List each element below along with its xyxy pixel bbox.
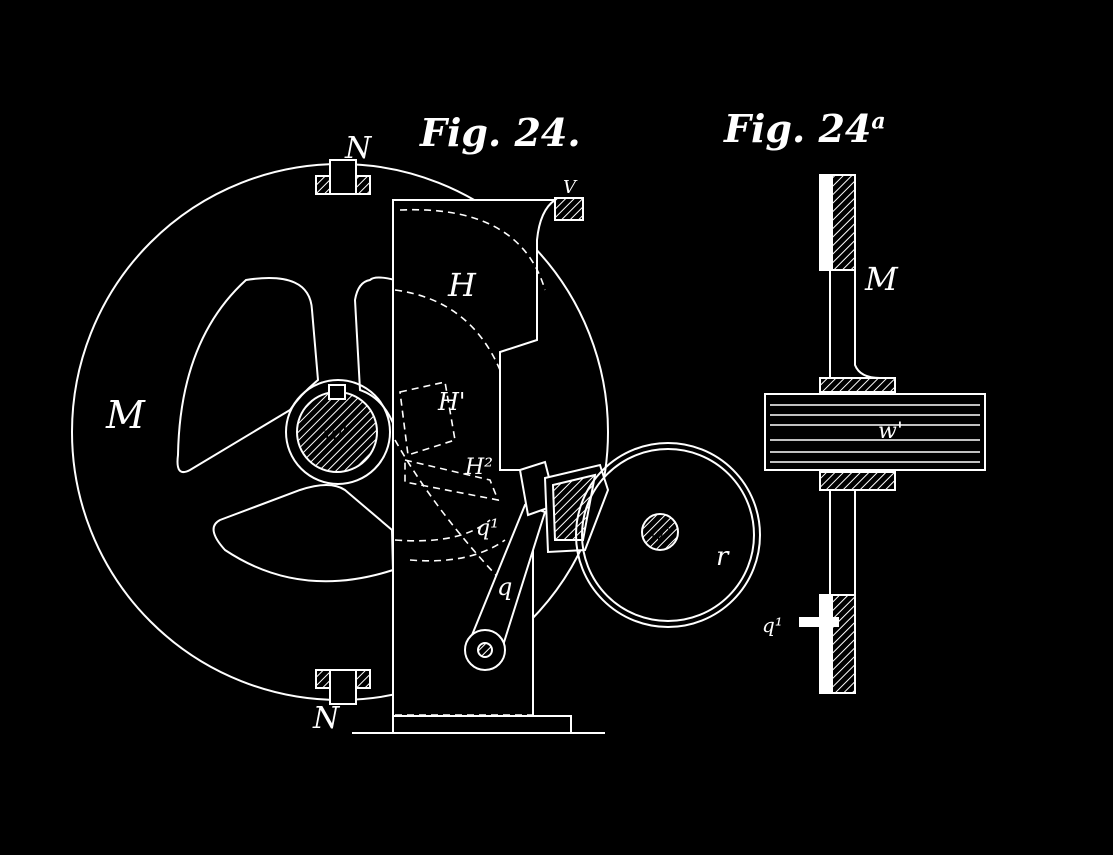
shaft-key — [328, 384, 346, 400]
spoke-opening-top — [176, 277, 320, 474]
base-plate — [352, 715, 605, 734]
label-r: r — [716, 542, 730, 572]
label-w1: w' — [323, 423, 348, 448]
label-M-section: M — [864, 260, 899, 298]
label-q1: q¹ — [476, 516, 499, 541]
pin-q1 — [799, 617, 839, 627]
fig24a-caption: Fig. 24a — [724, 106, 886, 151]
label-N-bottom: N — [312, 701, 341, 736]
shaft-w1-side — [764, 393, 986, 471]
wheel-r — [575, 442, 761, 628]
label-H1: H' — [437, 388, 466, 416]
spoke-opening-bottom — [212, 484, 395, 583]
lever-q — [464, 460, 610, 671]
label-H2: H² — [464, 455, 493, 480]
label-V: V — [563, 177, 578, 198]
label-M-wheel: M — [105, 393, 146, 437]
label-N-top: N — [344, 131, 373, 166]
hub — [285, 379, 391, 485]
fig24a-caption-main: Fig. 24 — [724, 106, 872, 151]
fig24-caption: Fig. 24. — [420, 110, 581, 155]
lug-N-bottom — [315, 669, 371, 705]
label-H: H — [447, 266, 477, 304]
label-w2: w² — [650, 525, 670, 544]
label-q-section: q¹ — [762, 613, 783, 637]
hidden-lines — [394, 208, 546, 716]
label-w-section: w' — [878, 419, 903, 444]
stop-V — [554, 197, 584, 221]
shaft-w2-section — [641, 513, 679, 551]
lug-N-top — [315, 159, 371, 195]
fig24a-caption-sup: a — [871, 108, 886, 135]
label-q: q — [497, 573, 512, 601]
fig24a-section — [764, 174, 986, 694]
